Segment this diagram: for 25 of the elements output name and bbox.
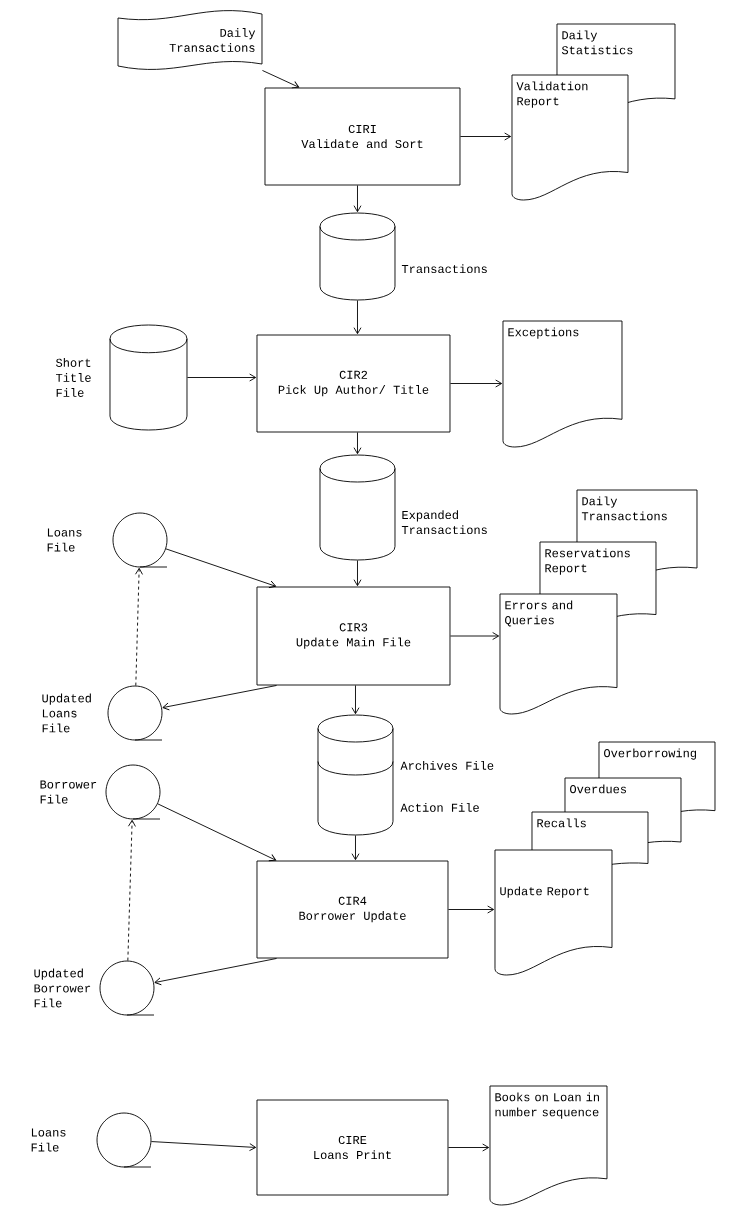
process-box: CIR2 Pick Up Author/ Title (256, 334, 451, 433)
arrow (165, 548, 277, 589)
arrow (353, 432, 362, 455)
process-box: CIR4 Borrower Update (256, 860, 449, 959)
arrow (351, 835, 360, 861)
arrow (448, 1143, 490, 1152)
process-box: CIRI Validate and Sort (264, 87, 461, 186)
arrow (353, 300, 362, 335)
arrow (187, 373, 257, 382)
arrow (353, 185, 362, 213)
arrow (262, 70, 300, 89)
arrow (162, 685, 277, 711)
arrow (150, 1141, 257, 1152)
arrow (353, 560, 362, 587)
dashed-arrow (135, 567, 143, 687)
arrow (450, 379, 503, 388)
arrow (154, 958, 277, 986)
dashed-arrow (127, 819, 136, 962)
process-box: CIR3 Update Main File (256, 586, 451, 686)
arrow (460, 132, 512, 141)
process-box: CIRE Loans Print (256, 1099, 449, 1196)
arrow (450, 632, 500, 640)
arrow (157, 803, 277, 862)
arrow (351, 685, 360, 715)
arrow (448, 905, 495, 914)
